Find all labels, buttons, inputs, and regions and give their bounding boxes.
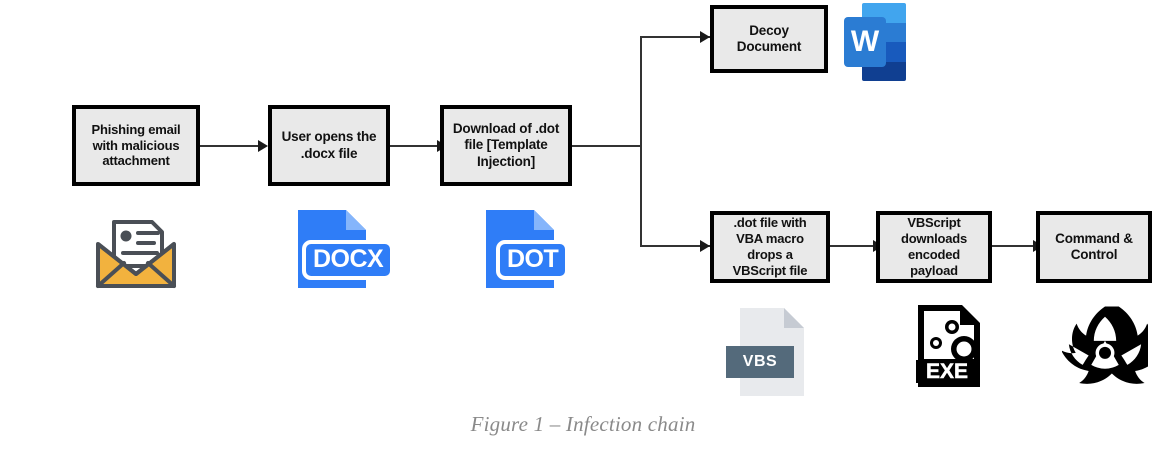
edge-branch-to-decoy	[640, 36, 710, 38]
edge-download-to-branch	[570, 145, 642, 147]
figure-caption: Figure 1 – Infection chain	[470, 412, 696, 436]
docx-icon-label: DOCX	[302, 240, 395, 280]
node-download-dot[interactable]: Download of .dot file [Template Injectio…	[440, 105, 572, 186]
arrowhead-dotvba	[700, 240, 710, 252]
branch-spine	[640, 37, 642, 247]
node-decoy-document-label: Decoy Document	[736, 22, 802, 54]
exe-icon: EXE	[912, 303, 986, 389]
node-vbscript-payload[interactable]: VBScript downloads encoded payload	[876, 211, 992, 283]
edge-useropens-to-download	[388, 145, 440, 147]
edge-dotvba-to-vbscript	[828, 245, 876, 247]
edge-branch-to-dotvba	[640, 245, 710, 247]
vbs-icon: VBS	[726, 306, 816, 398]
node-user-opens-docx[interactable]: User opens the .docx file	[268, 105, 390, 186]
dot-icon: DOT	[474, 206, 578, 292]
node-dot-vba-macro[interactable]: .dot file with VBA macro drops a VBScrip…	[710, 211, 830, 283]
vbs-icon-label: VBS	[726, 346, 794, 378]
edge-phishing-to-useropens	[198, 145, 260, 147]
arrowhead-useropens	[258, 140, 268, 152]
node-command-control-label: Command & Control	[1055, 230, 1133, 262]
exe-icon-label: EXE	[916, 360, 978, 383]
dot-icon-label: DOT	[496, 240, 570, 280]
node-user-opens-docx-label: User opens the .docx file	[281, 129, 377, 161]
node-download-dot-label: Download of .dot file [Template Injectio…	[452, 120, 560, 169]
word-icon-tile: W	[844, 17, 886, 67]
node-dot-vba-macro-label: .dot file with VBA macro drops a VBScrip…	[732, 215, 808, 278]
arrowhead-decoy	[700, 31, 710, 43]
edge-vbscript-to-c2	[990, 245, 1036, 247]
biohazard-icon	[1061, 303, 1163, 389]
word-icon: W	[844, 3, 908, 83]
node-vbscript-payload-label: VBScript downloads encoded payload	[900, 215, 968, 278]
node-phishing-email[interactable]: Phishing email with malicious attachment	[72, 105, 200, 186]
node-command-control[interactable]: Command & Control	[1036, 211, 1152, 283]
node-decoy-document[interactable]: Decoy Document	[710, 5, 828, 73]
email-icon	[88, 208, 184, 296]
docx-icon: DOCX	[286, 206, 395, 292]
node-phishing-email-label: Phishing email with malicious attachment	[91, 121, 181, 169]
